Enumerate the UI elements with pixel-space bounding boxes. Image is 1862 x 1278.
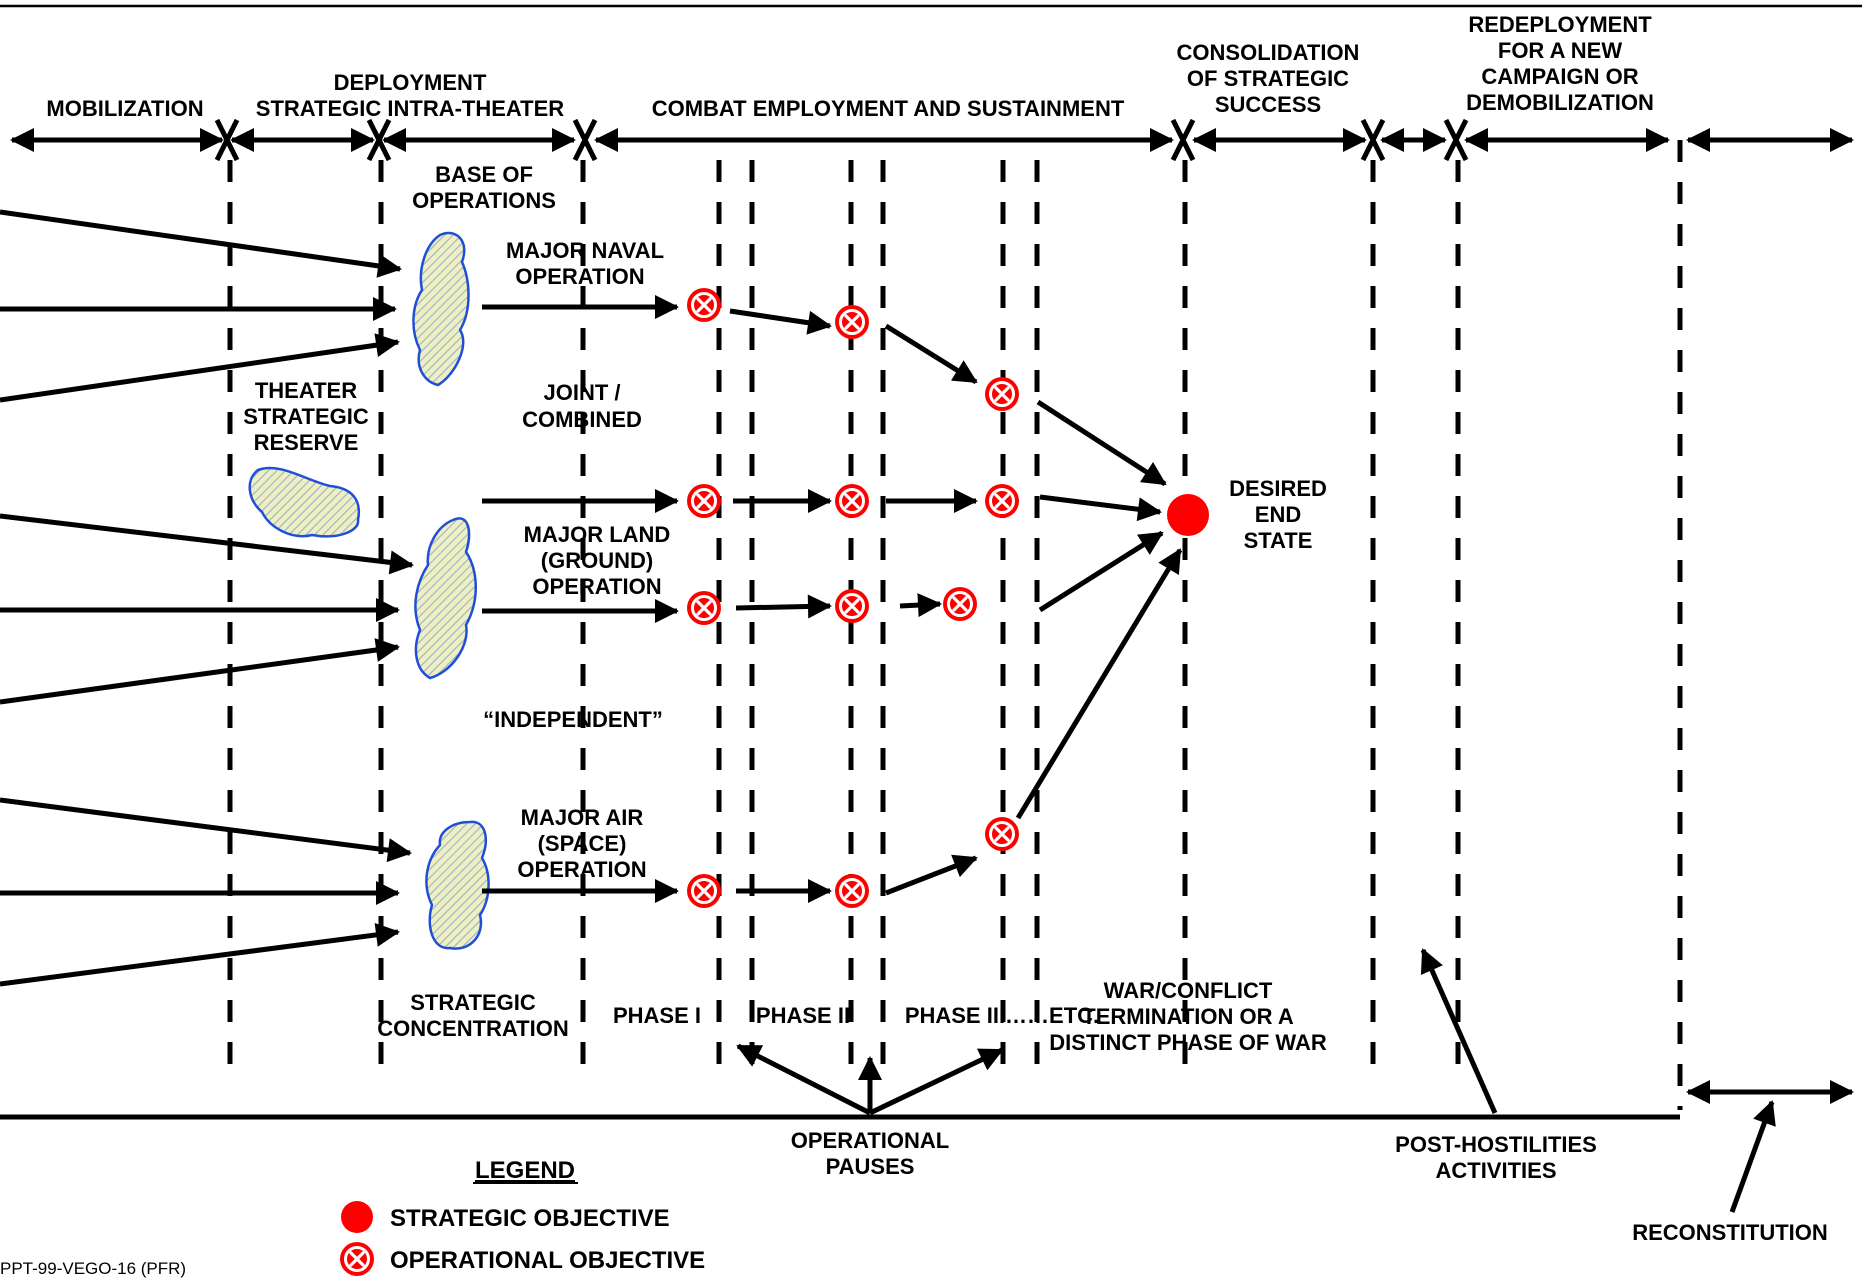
legend-operational-label: OPERATIONAL OBJECTIVE xyxy=(390,1247,705,1274)
independent-label: “INDEPENDENT” xyxy=(483,707,663,732)
reconstitution-label: RECONSTITUTION xyxy=(1632,1220,1828,1245)
operational-objective-icon xyxy=(833,303,871,341)
operational-objective-icon xyxy=(983,482,1021,520)
operational-objective-icon xyxy=(833,872,871,910)
base-of-operations-blob-air xyxy=(425,820,490,950)
post-hostilities-label: POST-HOSTILITIES xyxy=(1395,1132,1597,1157)
phase-redeployment: FOR A NEW xyxy=(1498,38,1622,63)
operational-pauses-arrows xyxy=(736,1043,1004,1116)
major-air-label: OPERATION xyxy=(517,857,646,882)
legend-strategic-label: STRATEGIC OBJECTIVE xyxy=(390,1205,670,1232)
operational-pauses-label: PAUSES xyxy=(826,1154,915,1179)
phase-deployment-sub: STRATEGIC INTRA-THEATER xyxy=(256,96,564,121)
major-land-label: (GROUND) xyxy=(541,548,653,573)
phase-deployment: DEPLOYMENT xyxy=(334,70,487,95)
operational-objective-icon xyxy=(685,872,723,910)
war-termination-label: WAR/CONFLICT xyxy=(1104,978,1273,1003)
phase-consolidation: SUCCESS xyxy=(1215,92,1321,117)
phase-3-label: PHASE III……ETC. xyxy=(905,1003,1099,1028)
phase-redeployment: REDEPLOYMENT xyxy=(1468,12,1652,37)
legend-strategic-objective-icon xyxy=(341,1201,373,1233)
major-land-label: OPERATION xyxy=(532,574,661,599)
phase-boundary-x-icon xyxy=(1363,120,1383,160)
phase-boundary-x-icon xyxy=(1173,120,1193,160)
theater-reserve-label: STRATEGIC xyxy=(243,404,369,429)
post-hostilities-arrow xyxy=(1420,948,1498,1115)
theater-reserve-label: RESERVE xyxy=(254,430,359,455)
joint-combined-label: JOINT / xyxy=(543,380,620,405)
major-air-label: MAJOR AIR xyxy=(521,805,644,830)
desired-end-state-label: DESIRED xyxy=(1229,476,1327,501)
major-air-label: (SPACE) xyxy=(538,831,627,856)
operation-flow-arrows xyxy=(482,295,1183,903)
operational-objective-icon xyxy=(685,589,723,627)
major-land-label: MAJOR LAND xyxy=(524,522,671,547)
phase-1-label: PHASE I xyxy=(613,1003,701,1028)
operational-objective-icon xyxy=(941,585,979,623)
operational-objective-icon xyxy=(983,815,1021,853)
phase-redeployment: CAMPAIGN OR xyxy=(1481,64,1638,89)
war-termination-label: TERMINATION OR A xyxy=(1082,1004,1294,1029)
strategic-objective-icon xyxy=(1167,494,1209,536)
desired-end-state-label: STATE xyxy=(1244,528,1313,553)
phase-boundary-x-icon xyxy=(1446,120,1466,160)
joint-combined-label: COMBINED xyxy=(522,407,642,432)
phase-redeployment: DEMOBILIZATION xyxy=(1466,90,1654,115)
war-termination-label: DISTINCT PHASE OF WAR xyxy=(1049,1030,1327,1055)
base-of-operations-label: BASE OF xyxy=(435,162,533,187)
phase-mobilization: MOBILIZATION xyxy=(46,96,203,121)
theater-reserve-blob xyxy=(248,466,361,538)
operational-objective-icon xyxy=(685,286,723,324)
legend-title: LEGEND xyxy=(475,1157,575,1184)
desired-end-state-label: END xyxy=(1255,502,1301,527)
operational-objective-icon xyxy=(833,482,871,520)
phase-consolidation: CONSOLIDATION xyxy=(1177,40,1360,65)
phase-2-label: PHASE II xyxy=(756,1003,850,1028)
reconstitution-arrow xyxy=(1729,1100,1776,1213)
phase-boundary-x-icon xyxy=(575,120,595,160)
legend-operational-objective-icon xyxy=(338,1240,376,1278)
phase-combat: COMBAT EMPLOYMENT AND SUSTAINMENT xyxy=(652,96,1125,121)
base-of-operations-label: OPERATIONS xyxy=(412,188,556,213)
footer-code: PPT-99-VEGO-16 (PFR) xyxy=(0,1259,186,1278)
operational-objective-icon xyxy=(983,375,1021,413)
base-of-operations-blob-land xyxy=(414,517,477,680)
strategic-concentration-label: STRATEGIC xyxy=(410,990,536,1015)
strategic-concentration-label: CONCENTRATION xyxy=(377,1016,568,1041)
phase-divider-lines xyxy=(227,140,1683,1110)
operational-objective-icon xyxy=(685,482,723,520)
base-of-operations-blob-naval xyxy=(412,231,470,387)
operational-pauses-label: OPERATIONAL xyxy=(791,1128,949,1153)
operational-objective-icon xyxy=(833,587,871,625)
major-naval-label: OPERATION xyxy=(515,264,644,289)
incoming-force-arrows xyxy=(0,209,414,987)
theater-reserve-label: THEATER xyxy=(255,378,357,403)
phase-consolidation: OF STRATEGIC xyxy=(1187,66,1349,91)
major-naval-label: MAJOR NAVAL xyxy=(506,238,664,263)
post-hostilities-label: ACTIVITIES xyxy=(1435,1158,1556,1183)
